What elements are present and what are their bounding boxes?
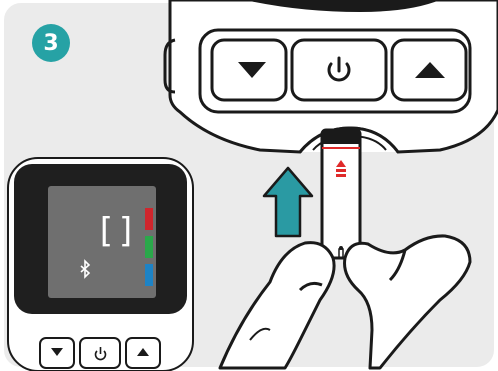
- inset-up-triangle-icon: [137, 348, 149, 356]
- test-strip: [320, 128, 362, 260]
- power-button[interactable]: [290, 38, 388, 102]
- hand-fingers: [218, 234, 472, 370]
- down-arrow-button[interactable]: [210, 38, 288, 102]
- insert-direction-arrow-icon: [262, 166, 314, 238]
- step-number: 3: [43, 31, 59, 56]
- strip-arrow-icon: [336, 160, 346, 167]
- up-triangle-icon: [415, 62, 445, 78]
- up-arrow-button[interactable]: [390, 38, 468, 102]
- inset-display-digits: []: [95, 211, 138, 251]
- inset-screen: [48, 186, 156, 298]
- inset-power-icon: [94, 347, 107, 361]
- indicator-green: [145, 236, 153, 258]
- step-badge: [32, 24, 70, 62]
- down-triangle-icon: [238, 62, 266, 78]
- inset-down-triangle-icon: [51, 348, 63, 356]
- bluetooth-icon: [80, 259, 91, 279]
- power-icon: [327, 56, 351, 82]
- indicator-blue: [145, 264, 153, 286]
- display-edge: [245, 0, 440, 12]
- inset-down-button[interactable]: [39, 337, 75, 369]
- inset-up-button[interactable]: [125, 337, 161, 369]
- inset-power-button[interactable]: [79, 337, 121, 369]
- indicator-red: [145, 208, 153, 230]
- inset-monitor: [7, 157, 194, 371]
